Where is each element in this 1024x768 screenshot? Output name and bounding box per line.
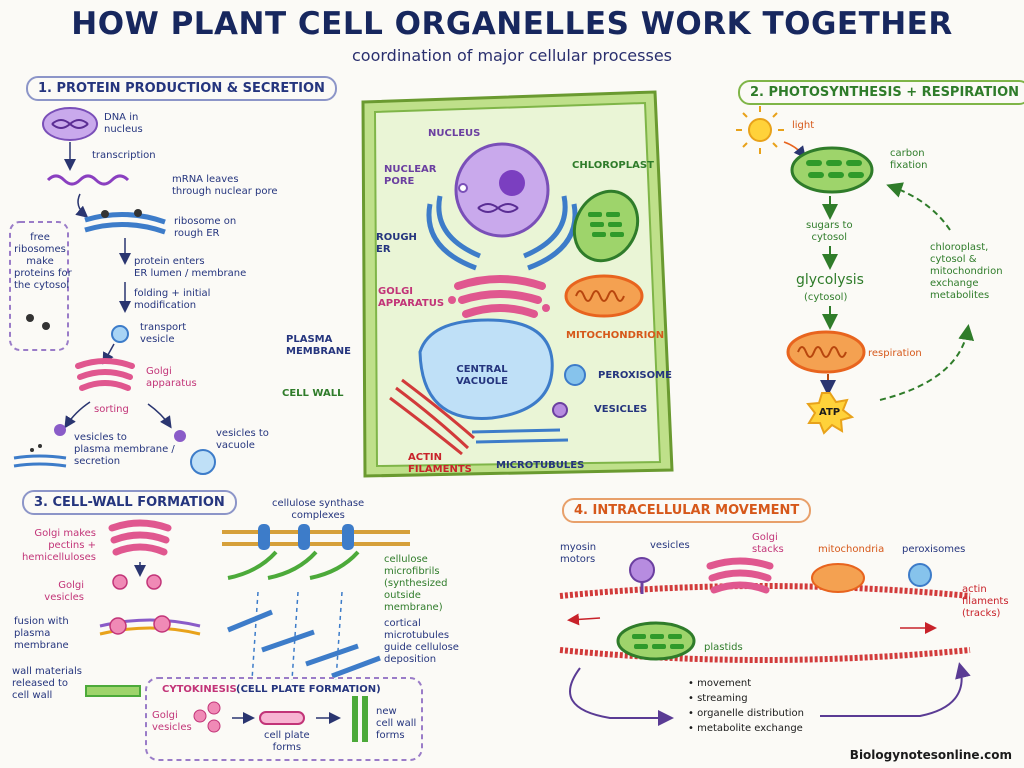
actin-track-bottom bbox=[559, 647, 971, 663]
light-label: light bbox=[792, 120, 815, 131]
cellulose-synthase-label: cellulose synthase complexes bbox=[272, 498, 365, 521]
protein-enters-label: protein enters ER lumen / membrane bbox=[134, 256, 247, 279]
panel3-artwork bbox=[85, 519, 423, 761]
dna-label: DNA in nucleus bbox=[104, 112, 143, 135]
cortical-label: cortical microtubules guide cellulose de… bbox=[384, 618, 459, 665]
microtubules-shape bbox=[471, 428, 569, 444]
panel4-title: 4. INTRACELLULAR MOVEMENT bbox=[562, 498, 812, 523]
mitochondrion-shape bbox=[564, 274, 644, 318]
cytokinesis-subtitle: (CELL PLATE FORMATION) bbox=[236, 684, 381, 695]
free-ribosomes-label: free ribosomes make proteins for the cyt… bbox=[14, 232, 72, 291]
chloroplast-shape bbox=[572, 189, 640, 263]
cytokinesis-title: CYTOKINESIS bbox=[162, 684, 237, 695]
glycolysis-label: glycolysis bbox=[796, 272, 864, 288]
vacuole-small bbox=[190, 449, 216, 475]
central-vacuole-label: CENTRAL VACUOLE bbox=[456, 364, 508, 387]
central-vacuole-shape bbox=[418, 318, 554, 420]
rough-er-shape bbox=[426, 195, 578, 271]
vesicles-pm-label: vesicles to plasma membrane / secretion bbox=[74, 432, 175, 467]
rough-er-small bbox=[84, 209, 166, 235]
respiration-label: respiration bbox=[868, 348, 922, 359]
vesicles-p4-label: vesicles bbox=[650, 540, 690, 551]
microfibrils-label: cellulose microfibrils (synthesized outs… bbox=[384, 554, 448, 613]
sun-shape bbox=[748, 118, 772, 142]
vesicles-label: VESICLES bbox=[594, 404, 648, 415]
ck-wall-label: new cell wall forms bbox=[376, 706, 417, 741]
sorting-label: sorting bbox=[94, 404, 129, 415]
microtubules-label: MICROTUBULES bbox=[496, 460, 585, 471]
ck-golgi-label: Golgi vesicles bbox=[152, 710, 192, 733]
plant-cell-artwork bbox=[361, 90, 674, 478]
nuclear-pore-label: NUCLEAR PORE bbox=[384, 164, 437, 187]
ribosome-label: ribosome on rough ER bbox=[174, 216, 237, 239]
exchange-label: chloroplast, cytosol & mitochondrion exc… bbox=[930, 242, 1003, 301]
chloroplast2-shape bbox=[790, 146, 874, 194]
site-credit: Biologynotesonline.com bbox=[849, 748, 1012, 762]
rough-er-label: ROUGH ER bbox=[376, 232, 417, 255]
golgi-shape bbox=[454, 275, 546, 318]
actin-tracks-label: actin filaments (tracks) bbox=[962, 584, 1009, 619]
nucleus-label: NUCLEUS bbox=[428, 128, 481, 139]
bullet-item: • organelle distribution bbox=[688, 708, 804, 719]
page-subtitle: coordination of major cellular processes bbox=[352, 46, 672, 65]
golgi-label: GOLGI APPARATUS bbox=[378, 286, 445, 309]
actin-shape bbox=[389, 378, 475, 456]
golgi-makes-label: Golgi makes pectins + hemicelluloses bbox=[21, 528, 96, 563]
page-title: HOW PLANT CELL ORGANELLES WORK TOGETHER bbox=[71, 6, 953, 42]
transport-vesicle-shape bbox=[111, 325, 129, 343]
mitochondrion2-shape bbox=[786, 330, 866, 374]
atp-burst bbox=[806, 392, 855, 435]
ck-plate-label: cell plate forms bbox=[264, 730, 310, 753]
bullet-item: • metabolite exchange bbox=[688, 723, 803, 734]
sugars-label: sugars to cytosol bbox=[806, 220, 853, 243]
mitochondrion-label: MITOCHONDRION bbox=[566, 330, 665, 341]
wall-materials-label: wall materials released to cell wall bbox=[12, 666, 82, 701]
myosin-label: myosin motors bbox=[560, 542, 597, 565]
panel1-title: 1. PROTEIN PRODUCTION & SECRETION bbox=[26, 76, 337, 101]
panel3-title: 3. CELL-WALL FORMATION bbox=[22, 490, 237, 515]
golgi-stacks-label: Golgi stacks bbox=[752, 532, 784, 555]
chloroplast-label: CHLOROPLAST bbox=[572, 160, 654, 171]
fusion-label: fusion with plasma membrane bbox=[14, 616, 69, 651]
transcription-label: transcription bbox=[92, 150, 156, 161]
bullet-item: • streaming bbox=[688, 693, 748, 704]
plastids-label: plastids bbox=[704, 642, 743, 653]
panel2-artwork bbox=[736, 106, 975, 435]
golgi-vesicles-label: Golgi vesicles bbox=[44, 580, 84, 603]
plasma-membrane-label: PLASMA MEMBRANE bbox=[286, 334, 351, 357]
movement-list: • movement • streaming • organelle distr… bbox=[688, 676, 804, 736]
peroxisomes-label: peroxisomes bbox=[902, 544, 966, 555]
transport-vesicle-label: transport vesicle bbox=[140, 322, 187, 345]
vesicles-vacuole-label: vesicles to vacuole bbox=[216, 428, 269, 451]
peroxisome-label: PEROXISOME bbox=[598, 370, 672, 381]
mrna-label: mRNA leaves through nuclear pore bbox=[172, 174, 278, 197]
mrna-shape bbox=[46, 174, 130, 186]
cell-wall-label: CELL WALL bbox=[282, 388, 344, 399]
actin-label: ACTIN FILAMENTS bbox=[408, 452, 472, 475]
peroxisome-shape bbox=[564, 364, 586, 386]
free-ribosomes-box bbox=[9, 221, 69, 351]
carbon-fixation-label: carbon fixation bbox=[890, 148, 928, 171]
cytosol-label: (cytosol) bbox=[804, 292, 848, 303]
membrane-bilayer bbox=[222, 524, 410, 550]
golgi-apparatus-label: Golgi apparatus bbox=[146, 366, 197, 389]
atp-label: ATP bbox=[819, 407, 841, 418]
golgi-small bbox=[75, 358, 135, 391]
mitochondria-label: mitochondria bbox=[818, 544, 885, 555]
panel1-artwork bbox=[9, 107, 216, 475]
panel2-title: 2. PHOTOSYNTHESIS + RESPIRATION bbox=[738, 80, 1024, 105]
cytokinesis-box bbox=[145, 677, 423, 761]
folding-label: folding + initial modification bbox=[134, 288, 211, 311]
panel4-artwork bbox=[559, 557, 971, 726]
bullet-item: • movement bbox=[688, 678, 752, 689]
